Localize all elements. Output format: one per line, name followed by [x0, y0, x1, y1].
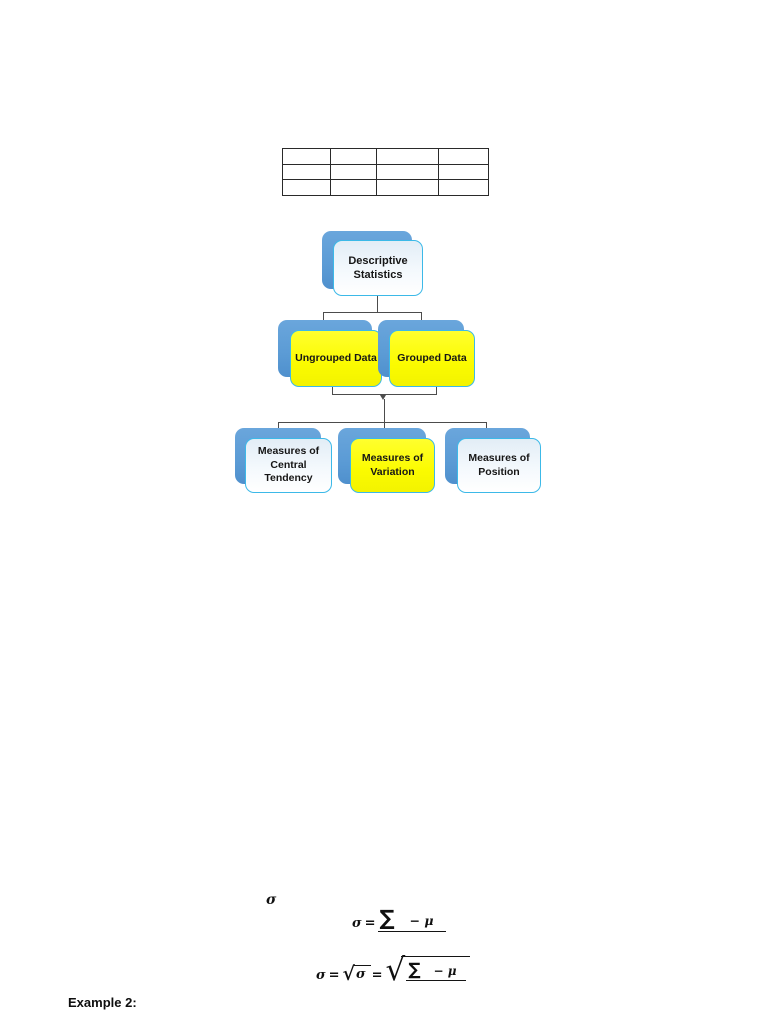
- connector-mid-stem: [384, 399, 386, 423]
- data-table: [282, 148, 489, 196]
- node-measures-position: Measures of Position: [445, 428, 542, 494]
- data-table-body: [282, 148, 489, 196]
- node-box: Grouped Data: [389, 330, 475, 387]
- example-heading: Example 2:: [68, 995, 137, 1010]
- node-box: Measures of Variation: [350, 438, 435, 493]
- stddev-formula: σ = √ σ = √ ∑ − μ: [316, 952, 471, 988]
- variance-numerator: ∑ − μ: [377, 906, 446, 932]
- stddev-lhs: σ: [316, 968, 326, 983]
- connector-bracket-right: [436, 387, 438, 395]
- connector-drop-grouped: [421, 312, 423, 323]
- equals-sign: =: [328, 968, 340, 983]
- radical-icon: √: [342, 963, 356, 985]
- sigma-symbol: σ: [266, 892, 277, 908]
- equals-sign: =: [371, 968, 383, 983]
- table-cell: [282, 179, 331, 196]
- stddev-numerator: ∑ − μ: [406, 960, 467, 981]
- equals-sign: =: [364, 916, 376, 931]
- node-label: Descriptive Statistics: [348, 254, 408, 281]
- table-cell: [376, 163, 439, 181]
- node-box: Ungrouped Data: [290, 330, 382, 387]
- summation-icon: ∑: [379, 906, 395, 930]
- table-cell: [330, 148, 377, 165]
- variance-tail: − μ: [409, 913, 434, 928]
- table-cell: [282, 163, 331, 181]
- sqrt-sigma: √ σ: [343, 965, 371, 984]
- table-cell: [376, 148, 439, 165]
- table-cell: [438, 179, 489, 196]
- connector-bracket-left: [332, 387, 334, 395]
- node-descriptive-statistics: Descriptive Statistics: [322, 231, 424, 297]
- connector-drop-central: [278, 422, 280, 430]
- connector-bracket-bar: [332, 394, 437, 396]
- denominator-space: [406, 981, 466, 986]
- node-label: Measures of Position: [468, 451, 530, 478]
- table-cell: [330, 179, 377, 196]
- stddev-tail: − μ: [433, 964, 457, 978]
- table-cell: [330, 163, 377, 181]
- connector-drop-position: [486, 422, 488, 430]
- node-measures-central-tendency: Measures of Central Tendency: [235, 428, 333, 494]
- variance-formula: σ = ∑ − μ: [352, 903, 446, 932]
- node-label: Ungrouped Data: [295, 351, 377, 364]
- node-box: Descriptive Statistics: [333, 240, 423, 296]
- summation-icon: ∑: [408, 960, 421, 980]
- connector-drop-ungrouped: [323, 312, 325, 323]
- connector-level2-bar: [323, 312, 422, 314]
- connector-drop-variation: [384, 422, 386, 430]
- node-label: Measures of Variation: [361, 451, 424, 478]
- table-cell: [282, 148, 331, 165]
- table-cell: [438, 163, 489, 181]
- table-row: [282, 163, 489, 181]
- table-cell: [438, 148, 489, 165]
- variance-lhs: σ: [352, 916, 362, 931]
- connector-arrowhead: [380, 395, 386, 400]
- sqrt-sigma-content: σ: [353, 965, 371, 982]
- sqrt-fraction-content: ∑ − μ: [401, 956, 471, 986]
- table-row: [282, 179, 489, 196]
- table-cell: [376, 179, 439, 196]
- node-label: Measures of Central Tendency: [257, 445, 320, 485]
- node-grouped-data: Grouped Data: [378, 320, 476, 388]
- node-measures-variation: Measures of Variation: [338, 428, 436, 494]
- connector-root-stem: [377, 296, 379, 313]
- node-box: Measures of Position: [457, 438, 541, 493]
- connector-level3-bar: [278, 422, 487, 424]
- node-label: Grouped Data: [397, 351, 467, 364]
- table-row: [282, 148, 489, 165]
- node-box: Measures of Central Tendency: [245, 438, 332, 493]
- sqrt-fraction: √ ∑ − μ: [385, 952, 471, 988]
- node-ungrouped-data: Ungrouped Data: [278, 320, 383, 388]
- radical-icon: √: [385, 952, 406, 988]
